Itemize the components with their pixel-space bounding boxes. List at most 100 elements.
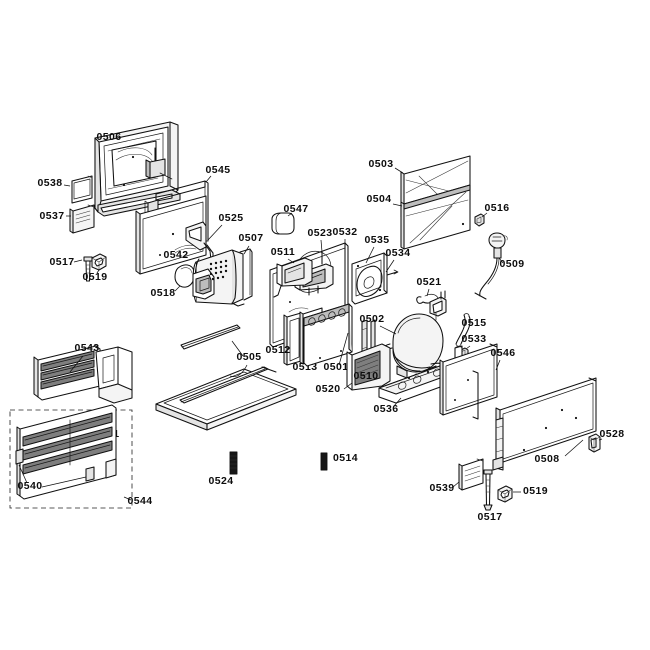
part-0540-grille-trim-clip [15,448,95,482]
leader-0528 [598,438,603,441]
label-0512: 0512 [266,344,291,356]
part-0518-gasket-ring [174,264,196,288]
label-0547: 0547 [284,203,309,215]
label-0542: 0542 [164,249,189,261]
assembly-group-0544-dashed-outline [9,409,133,509]
label-0540: 0540 [18,480,43,492]
part-0538-cover-plate-small [71,175,93,204]
label-0517b: 0517 [478,511,503,523]
part-0514-sensor-block [320,452,328,471]
part-0507-blower-fan-housing [192,248,253,307]
part-0505-shelf-frame-assembly [155,324,297,431]
leader-0547 [287,212,293,217]
label-0537: 0537 [40,210,65,222]
leader-0523 [320,239,323,253]
part-0528-hinge-clip [588,433,601,453]
part-0535-fan-frame [351,252,399,305]
label-0528: 0528 [600,428,625,440]
part-0547-roller-bushing [271,212,295,235]
leader-0520 [343,382,353,390]
part-0501-evaporator-unit [303,303,353,367]
part-0546-side-panel-inner [439,343,498,420]
leader-0519 [96,269,100,274]
leader-0505b [231,340,244,357]
part-0539-terminal-block-cover [458,458,484,491]
label-0511: 0511 [271,246,295,258]
label-0514: 0514 [333,452,358,464]
label-0538: 0538 [38,177,63,189]
leader-0545 [205,175,212,183]
label-0543: 0543 [75,342,100,354]
label-0533: 0533 [462,333,487,345]
part-0520-starter-relay-module [346,343,391,391]
leader-0503 [394,167,404,174]
leader-0539 [452,481,460,488]
label-0525: 0525 [219,212,244,224]
label-0503: 0503 [369,158,394,170]
part-0515-suction-tube [455,313,471,347]
label-0510: 0510 [354,370,379,382]
part-0512-evaporator-bracket [283,312,302,366]
label-0544: 0544 [128,495,153,507]
leader-0521 [426,288,430,297]
label-0534: 0534 [386,247,411,259]
label-0536: 0536 [374,403,399,415]
leader-0501 [338,332,349,366]
leader-0505a [229,364,248,377]
label-0524: 0524 [209,475,234,487]
part-0521-wiring-harness [416,290,447,323]
label-0520: 0520 [316,383,341,395]
label-0517: 0517 [50,256,75,268]
label-0515: 0515 [462,317,487,329]
leader-0517 [73,259,83,263]
part-0504-rear-panel-lower [400,184,471,250]
leader-0540a [18,464,28,484]
label-0519b: 0519 [523,485,548,497]
leader-0535 [365,246,375,264]
label-0545: 0545 [206,164,231,176]
label-0509: 0509 [500,258,525,270]
label-0519: 0519 [83,271,108,283]
leader-0533 [465,345,471,350]
label-0539: 0539 [430,482,455,494]
part-0516-cable-clip [474,213,485,227]
part-0544-ventilation-grille-lower [16,404,117,500]
leader-0518 [174,285,181,292]
part-0542-insulation-panel [135,195,207,275]
leader-0540b [41,476,87,488]
leader-0502 [379,325,397,335]
leader-0543 [69,355,84,373]
label-0516: 0516 [485,202,510,214]
leader-0546 [495,359,501,371]
leader-0538 [63,184,71,187]
label-0518: 0518 [151,287,176,299]
leader-0509 [498,257,504,264]
leader-0544 [123,496,132,501]
part-0509-power-cord-with-plug [474,232,508,300]
part-0543-ventilation-grille-upper [33,345,133,404]
part-0508-outer-side-panel [492,377,597,471]
leader-0534 [385,259,395,273]
label-0535: 0535 [365,234,390,246]
part-0511-relay-box [273,257,313,298]
leader-0504 [392,203,403,207]
leader-0507 [243,245,250,255]
part-0519-nut-upper-left [91,253,107,271]
label-0508: 0508 [535,453,560,465]
label-0502: 0502 [360,313,385,325]
part-0537-terminal-cover [69,204,95,234]
leader-0512 [286,347,291,350]
label-0532: 0532 [333,226,358,238]
leader-0508 [564,439,584,457]
part-0524-threaded-screw [229,451,238,475]
label-0501: 0501 [324,361,349,373]
part-0506-inner-door-panel-frame [94,121,181,217]
leader-0525 [207,224,223,241]
label-0505: 0505 [237,351,262,363]
part-0519-nut-lower-right [497,485,513,503]
label-0521: 0521 [417,276,442,288]
leader-0516 [481,212,488,218]
label-0506: 0506 [97,131,122,143]
